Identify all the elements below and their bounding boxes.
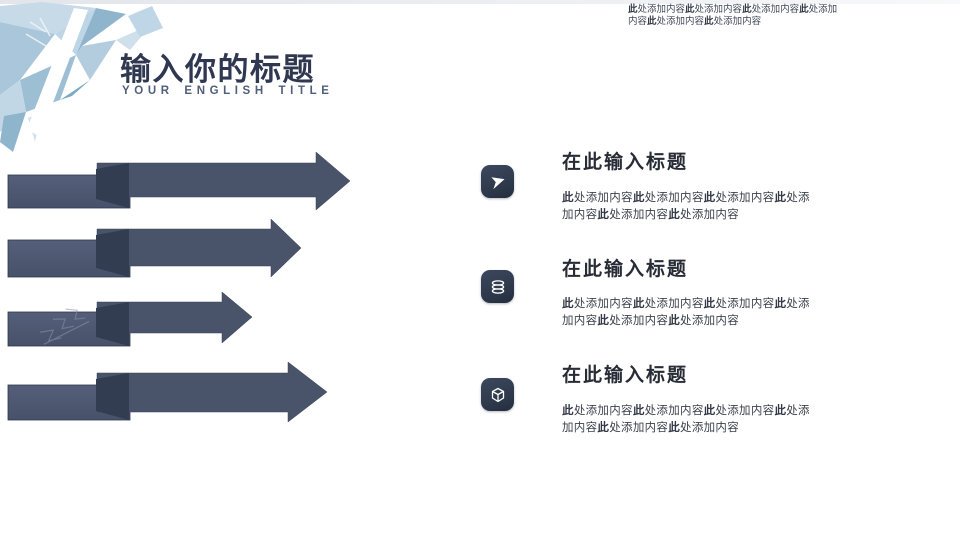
arrow-1	[7, 151, 351, 211]
layers-icon	[491, 279, 504, 294]
arrow-2	[7, 218, 302, 278]
slide-title: 输入你的标题	[120, 52, 315, 87]
block-2-body: 此处添加内容此处添加内容此处添加内容此处添加内容此处添加内容此处添加内容	[562, 297, 810, 327]
top-right-placeholder-note: 此处添加内容此处添加内容此处添加内容此处添加内容此处添加内容此处添加内容	[628, 4, 838, 27]
block-3-body: 此处添加内容此处添加内容此处添加内容此处添加内容此处添加内容此处添加内容	[562, 404, 810, 434]
block-2-title: 在此输入标题	[562, 259, 689, 280]
slide-subtitle: YOUR ENGLISH TITLE	[122, 85, 334, 97]
block-1-body: 此处添加内容此处添加内容此处添加内容此处添加内容此处添加内容此处添加内容	[562, 191, 810, 221]
block-1-title: 在此输入标题	[562, 152, 689, 173]
block-2-icon-box	[481, 270, 514, 303]
arrow-4	[7, 361, 328, 423]
slide-top-edge-line	[0, 0, 960, 4]
lowpoly-corner-decoration-icon	[0, 2, 163, 152]
watermark-pattern	[39, 308, 90, 345]
cursor-icon	[490, 176, 505, 189]
block-3-icon-box	[481, 378, 514, 411]
block-3-title: 在此输入标题	[562, 365, 689, 386]
arrow-3	[7, 291, 253, 347]
cube-icon	[491, 387, 504, 402]
block-1-icon-box	[481, 165, 514, 198]
